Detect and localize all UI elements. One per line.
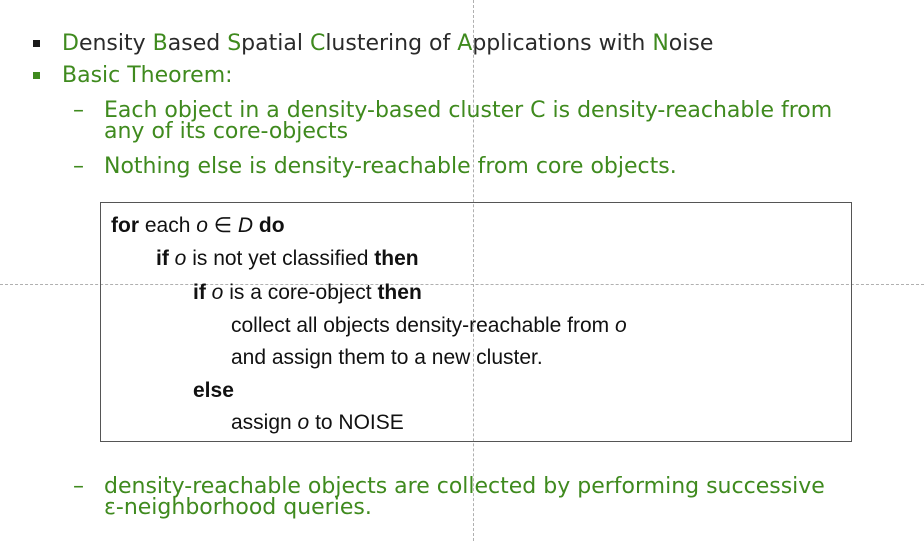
algorithm-line-2: if o is not yet classified then: [156, 247, 419, 271]
title-segment: A: [457, 31, 473, 56]
keyword: then: [377, 281, 422, 304]
title-segment: D: [62, 31, 79, 56]
code-text: assign: [231, 411, 298, 434]
dash-bullet-icon: –: [73, 154, 84, 179]
algorithm-line-7: assign o to NOISE: [231, 411, 404, 435]
title-segment: patial: [241, 31, 310, 56]
title-segment: N: [652, 31, 669, 56]
title-segment: C: [309, 31, 326, 56]
horizontal-guide-line: [0, 284, 924, 285]
algorithm-box: [100, 202, 852, 442]
dash-bullet-icon: –: [73, 98, 84, 123]
algorithm-line-4: collect all objects density-reachable fr…: [231, 314, 627, 338]
code-text: collect all objects density-reachable fr…: [231, 314, 616, 337]
code-text: is not yet classified: [186, 247, 375, 270]
footer-item-line-2: ε-neighborhood queries.: [104, 495, 372, 520]
code-text: is a core-object: [223, 281, 378, 304]
dbscan-title: Density Based Spatial Clustering of Appl…: [62, 32, 713, 56]
title-segment: lustering of: [325, 31, 458, 56]
title-segment: S: [227, 31, 242, 56]
code-text: and assign them to a new cluster.: [231, 346, 543, 369]
keyword: else: [193, 379, 234, 402]
variable: o: [196, 214, 208, 237]
title-segment: ensity: [78, 31, 153, 56]
vertical-guide-line: [473, 0, 474, 541]
bullet-square-icon: [33, 72, 40, 79]
algorithm-line-3: if o is a core-object then: [193, 281, 422, 305]
keyword: for: [111, 214, 139, 237]
algorithm-line-1: for each o ∈ D do: [111, 214, 285, 238]
theorem-item-2: Nothing else is density-reachable from c…: [104, 154, 677, 179]
variable: o: [615, 314, 627, 337]
variable: o: [174, 247, 187, 270]
code-text: each: [139, 214, 197, 237]
code-text: to NOISE: [309, 411, 404, 434]
keyword: then: [374, 247, 419, 270]
keyword: if: [156, 247, 169, 270]
algorithm-line-6: else: [193, 379, 234, 403]
title-segment: oise: [668, 31, 714, 56]
theorem-item-1-line-1: Each object in a density-based cluster C…: [104, 98, 833, 123]
code-text: ∈: [207, 214, 238, 237]
variable: D: [237, 214, 254, 237]
variable: o: [297, 411, 310, 434]
title-segment: ased: [167, 31, 228, 56]
basic-theorem-heading: Basic Theorem:: [62, 63, 233, 88]
footer-item-line-1: density-reachable objects are collected …: [104, 474, 825, 499]
keyword: do: [258, 214, 285, 237]
title-segment: B: [152, 31, 168, 56]
title-segment: pplications with: [472, 31, 653, 56]
dash-bullet-icon: –: [73, 474, 84, 499]
variable: o: [211, 281, 224, 304]
theorem-item-1-line-2: any of its core-objects: [104, 119, 349, 144]
algorithm-line-5: and assign them to a new cluster.: [231, 346, 543, 370]
bullet-square-icon: [33, 40, 40, 47]
keyword: if: [193, 281, 206, 304]
